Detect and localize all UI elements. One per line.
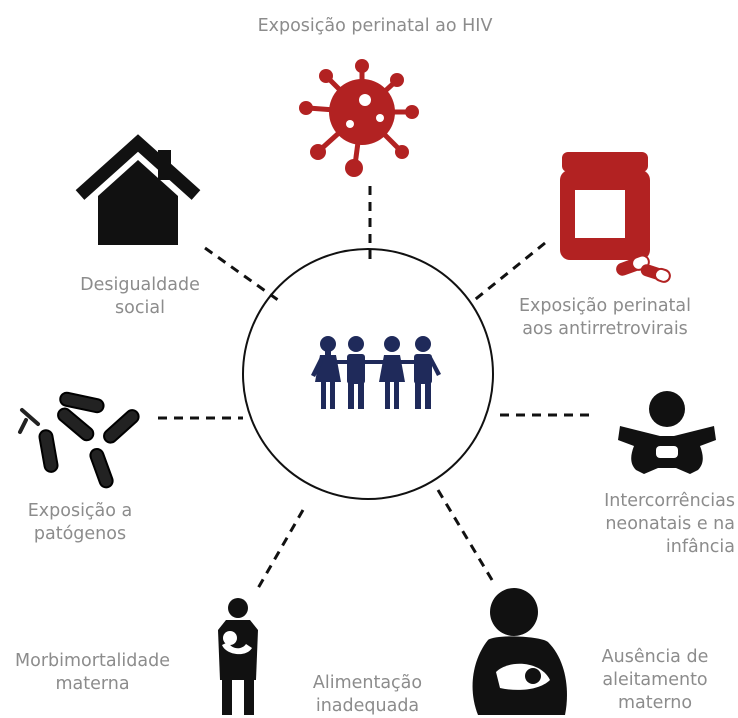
label-arv: Exposição perinatal aos antirretrovirais [518,296,692,339]
medicine-bottle-pills-icon [560,152,671,283]
connector-aleitamento [436,489,497,586]
house-icon [75,134,201,245]
virus-icon [299,59,419,177]
label-neonatal: Intercorrências neonatais e na infância [604,491,735,557]
baby-icon [618,391,716,474]
connectors [158,186,590,591]
connector-morbi [255,509,305,591]
mother-baby-icon [218,598,258,715]
breastfeeding-icon [472,588,567,715]
children-group-icon [311,336,441,409]
label-desigualdade: Desigualdade social [80,275,200,318]
connector-arv [471,241,546,304]
center-circle [242,248,494,500]
label-patogenos: Exposição a patógenos [27,501,133,544]
label-alimentacao: Alimentação inadequada [312,673,423,716]
label-hiv: Exposição perinatal ao HIV [257,16,493,36]
bacteria-icon [18,391,140,489]
label-aleitamento: Ausência de aleitamento materno [601,647,709,713]
label-morbi: Morbimortalidade materna [15,651,170,694]
